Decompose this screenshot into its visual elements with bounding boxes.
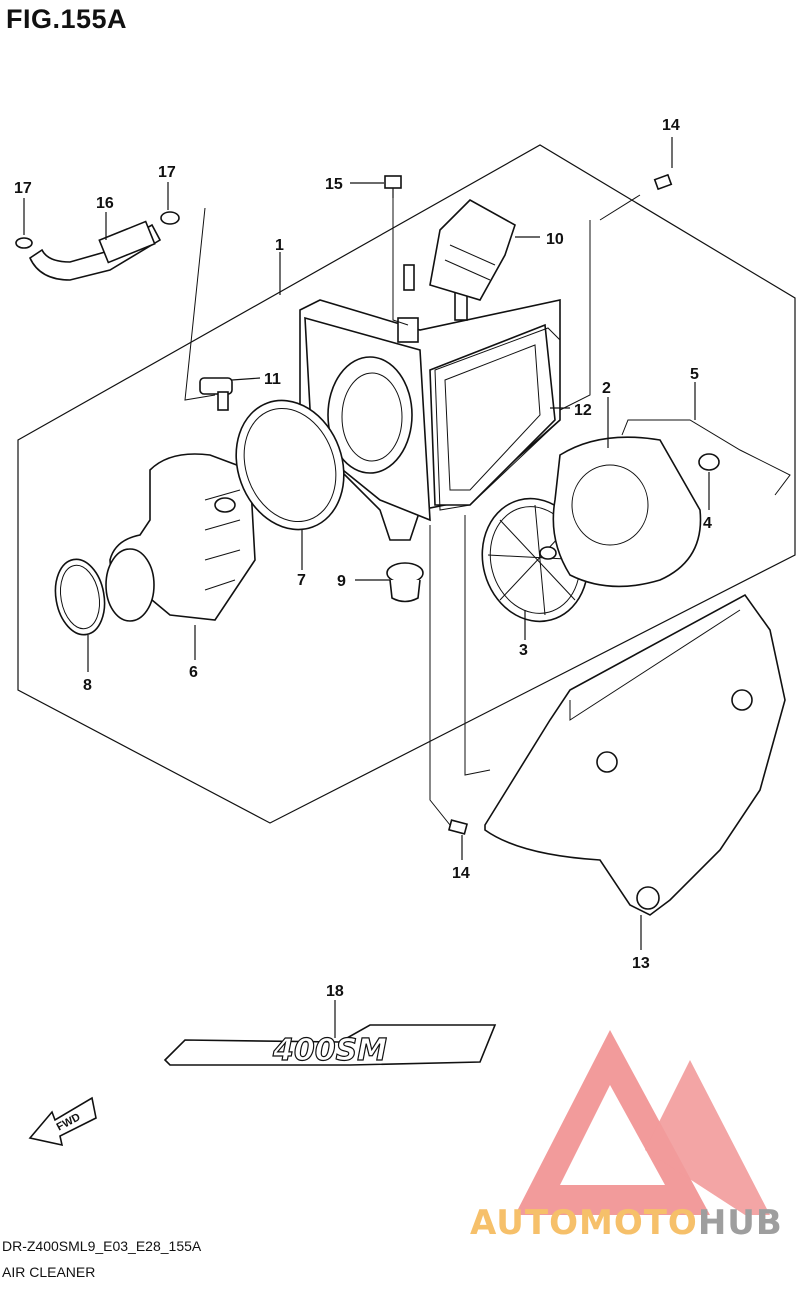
intake-duct-part-10 xyxy=(429,199,516,301)
fitting-part-11 xyxy=(199,377,233,411)
intake-boot-part-6 xyxy=(105,453,256,622)
decal-text: 400SM xyxy=(272,1033,387,1068)
callout-7: 7 xyxy=(297,572,306,589)
watermark-text-moto: MOTO xyxy=(578,1203,698,1243)
watermark-text: AUTOMOTOHUB xyxy=(470,1203,783,1243)
bolt-part-15 xyxy=(384,175,402,198)
callout-16: 16 xyxy=(96,195,114,212)
hose-part-16 xyxy=(28,220,162,281)
watermark-text-auto: AUTO xyxy=(470,1203,579,1243)
washer-part-4 xyxy=(698,453,720,471)
callout-10: 10 xyxy=(546,231,564,248)
callout-13: 13 xyxy=(632,955,650,972)
callout-4: 4 xyxy=(703,515,712,532)
bolt-part-14-bottom xyxy=(447,819,469,835)
callout-5: 5 xyxy=(690,366,699,383)
callout-8: 8 xyxy=(83,677,92,694)
clamp-part-17-left xyxy=(15,237,33,249)
callout-6: 6 xyxy=(189,664,198,681)
diagram-code: DR-Z400SML9_E03_E28_155A xyxy=(2,1238,202,1254)
seal-frame-part-12 xyxy=(434,327,561,511)
clamp-part-17-right xyxy=(160,211,180,225)
callout-12: 12 xyxy=(574,402,592,419)
bolt-part-14-top xyxy=(653,173,673,191)
air-cleaner-box-part-1 xyxy=(299,264,561,541)
callout-17-left: 17 xyxy=(14,180,32,197)
leader-lines xyxy=(23,137,710,1038)
assembly-boundary xyxy=(17,144,796,824)
grommet-part-9 xyxy=(386,562,424,603)
fwd-arrow-icon: FWD xyxy=(28,1096,97,1147)
callout-2: 2 xyxy=(602,380,611,397)
side-cover-part-13 xyxy=(484,593,786,916)
callout-18: 18 xyxy=(326,983,344,1000)
filter-element-part-2 xyxy=(552,436,702,588)
clamp-part-7 xyxy=(235,399,345,531)
callout-3: 3 xyxy=(519,642,528,659)
callout-14-bottom: 14 xyxy=(452,865,470,882)
watermark-text-hub: HUB xyxy=(697,1203,783,1243)
callout-9: 9 xyxy=(337,573,346,590)
callout-11: 11 xyxy=(264,371,281,388)
watermark-logo-icon xyxy=(515,1030,770,1215)
decal-part-18: 400SM xyxy=(163,1024,497,1069)
callout-15: 15 xyxy=(325,176,343,193)
figure-title: FIG.155A xyxy=(6,4,128,34)
wire-part-5 xyxy=(621,419,791,496)
diagram-name: AIR CLEANER xyxy=(2,1264,96,1280)
callout-14-top: 14 xyxy=(662,117,680,134)
callout-1: 1 xyxy=(275,237,284,254)
callout-17-right: 17 xyxy=(158,164,176,181)
clamp-part-8 xyxy=(54,558,106,636)
